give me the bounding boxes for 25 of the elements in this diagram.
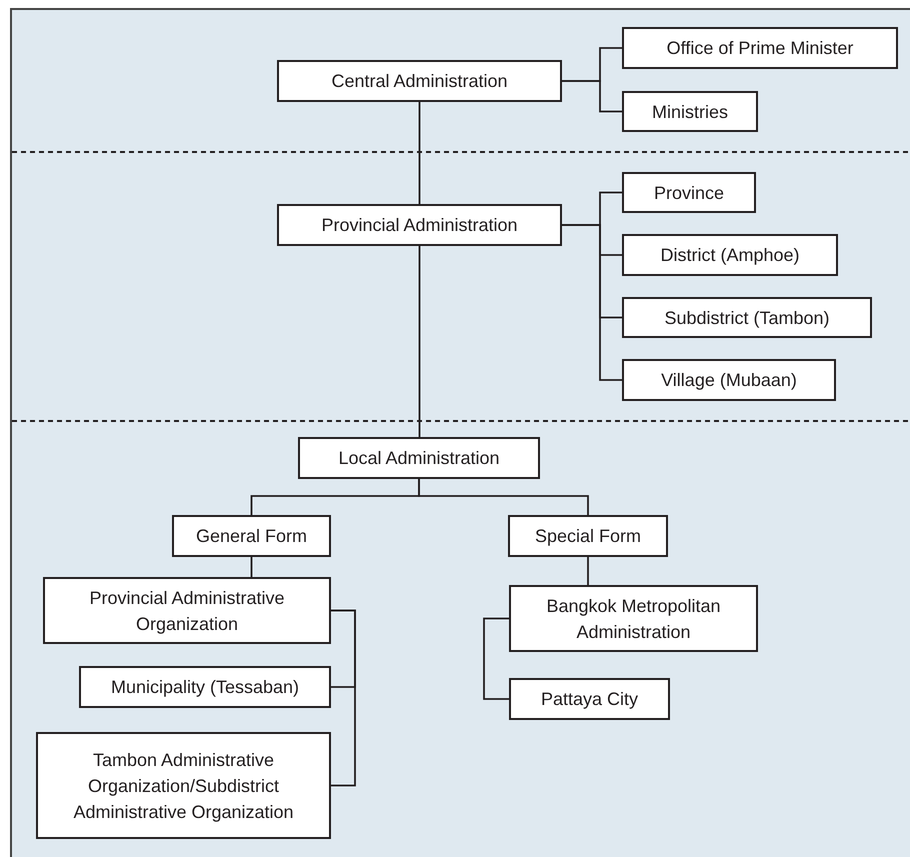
connector-line xyxy=(562,80,622,112)
org-box: Village (Mubaan) xyxy=(622,359,836,401)
org-box: General Form xyxy=(172,515,331,557)
connector-line xyxy=(331,610,356,786)
connector-line xyxy=(587,557,589,585)
org-box: District (Amphoe) xyxy=(622,234,838,276)
org-box: Provincial Administration xyxy=(277,204,562,246)
org-box: Province xyxy=(622,172,756,213)
connector-line xyxy=(418,102,420,204)
connector-line xyxy=(418,246,420,437)
org-box: Office of Prime Minister xyxy=(622,27,898,69)
org-box: Special Form xyxy=(508,515,668,557)
connector-line xyxy=(250,557,252,577)
org-box: Ministries xyxy=(622,91,758,132)
org-box: Provincial Administrative Organization xyxy=(43,577,331,644)
connector-line xyxy=(483,618,509,700)
connector-line xyxy=(418,479,589,515)
org-box: Tambon Administrative Organization/Subdistrict Administrative Organization xyxy=(36,732,331,839)
org-box: Central Administration xyxy=(277,60,562,102)
org-box: Bangkok Metropolitan Administration xyxy=(509,585,758,652)
org-box: Municipality (Tessaban) xyxy=(79,666,331,708)
org-box: Local Administration xyxy=(298,437,540,479)
org-box: Pattaya City xyxy=(509,678,670,720)
connector-line xyxy=(562,224,622,381)
org-box: Subdistrict (Tambon) xyxy=(622,297,872,338)
